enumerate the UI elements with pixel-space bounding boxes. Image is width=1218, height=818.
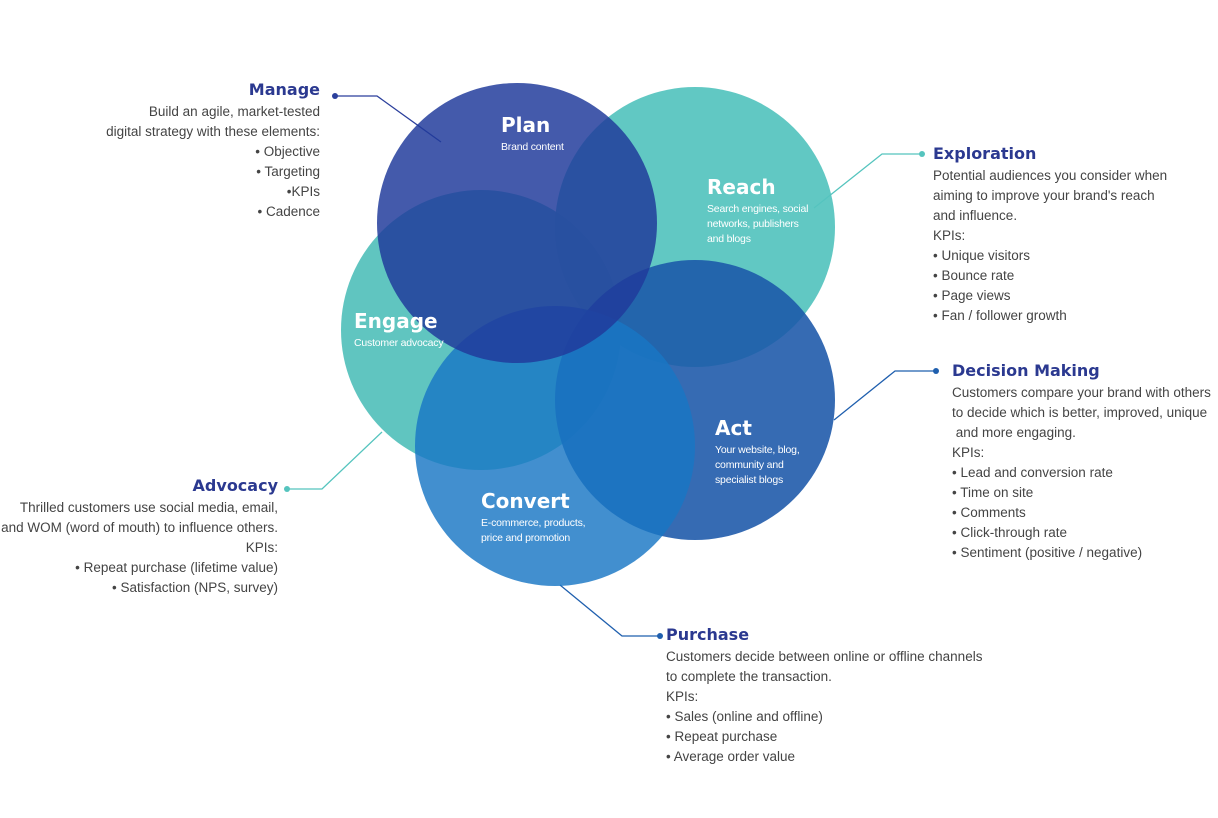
purchase-line: • Repeat purchase [666, 729, 778, 744]
manage-line: • Cadence [257, 204, 320, 219]
engage-sub-line: Customer advocacy [354, 337, 444, 349]
circle-label-reach: Reach Search engines, social networks, p… [707, 175, 808, 247]
manage-line: • Targeting [256, 164, 320, 179]
advocacy-line: and WOM (word of mouth) to influence oth… [1, 520, 278, 535]
plan-title: Plan [501, 113, 551, 137]
exploration-line: and influence. [933, 208, 1018, 223]
decision-line: and more engaging. [952, 425, 1076, 440]
manage-line: digital strategy with these elements: [106, 124, 320, 139]
circle-label-act: Act Your website, blog, community and sp… [715, 416, 800, 488]
connector-purchase-dot [657, 633, 663, 639]
decision-line: to decide which is better, improved, uni… [952, 405, 1208, 420]
connector-purchase [559, 584, 660, 637]
reach-sub-line: and blogs [707, 233, 751, 245]
reach-title: Reach [707, 175, 776, 199]
reach-subtitle: Search engines, social networks, publish… [707, 202, 808, 247]
decision-line: KPIs: [952, 445, 985, 460]
manage-heading: Manage [248, 80, 320, 99]
circle-label-convert: Convert E-commerce, products, price and … [481, 489, 586, 546]
convert-subtitle: E-commerce, products, price and promotio… [481, 516, 586, 546]
act-sub-line: community and [715, 459, 784, 471]
manage-line: Build an agile, market-tested [148, 104, 320, 119]
purchase-line: • Sales (online and offline) [666, 709, 823, 724]
connector-exploration [813, 153, 922, 209]
exploration-line: • Page views [933, 288, 1011, 303]
connector-decision-dot [933, 368, 939, 374]
callout-manage: Manage Build an agile, market-tested dig… [80, 80, 320, 222]
advocacy-line: • Satisfaction (NPS, survey) [111, 580, 278, 595]
exploration-line: Potential audiences you consider when [933, 168, 1168, 183]
connector-manage-dot [332, 93, 338, 99]
convert-title: Convert [481, 489, 570, 513]
decision-line: • Comments [952, 505, 1026, 520]
convert-sub-line: price and promotion [481, 532, 571, 544]
connector-exploration-dot [919, 151, 925, 157]
convert-sub-line: E-commerce, products, [481, 517, 586, 529]
decision-line: • Click-through rate [952, 525, 1068, 540]
connector-advocacy [287, 431, 383, 490]
circles [341, 83, 835, 586]
exploration-line: • Unique visitors [933, 248, 1031, 263]
reach-sub-line: Search engines, social [707, 203, 809, 215]
decision-line: • Time on site [952, 485, 1034, 500]
connector-advocacy-dot [284, 486, 290, 492]
advocacy-line: Thrilled customers use social media, ema… [19, 500, 278, 515]
plan-sub-line: Brand content [501, 141, 564, 153]
decision-heading: Decision Making [952, 361, 1100, 380]
act-sub-line: Your website, blog, [715, 444, 800, 456]
advocacy-heading: Advocacy [192, 476, 278, 495]
engage-title: Engage [354, 309, 438, 333]
decision-line: • Sentiment (positive / negative) [952, 545, 1143, 560]
engage-subtitle: Customer advocacy [354, 336, 444, 351]
connector-decision [833, 370, 936, 421]
act-title: Act [715, 416, 752, 440]
manage-line: •KPIs [286, 184, 320, 199]
callout-exploration: Exploration Potential audiences you cons… [933, 144, 1203, 326]
exploration-line: KPIs: [933, 228, 966, 243]
reach-sub-line: networks, publishers [707, 218, 799, 230]
advocacy-line: KPIs: [245, 540, 278, 555]
act-sub-line: specialist blogs [715, 474, 784, 486]
callout-advocacy: Advocacy Thrilled customers use social m… [0, 476, 278, 598]
callout-purchase: Purchase Customers decide between online… [666, 625, 996, 767]
exploration-line: • Bounce rate [933, 268, 1015, 283]
plan-subtitle: Brand content [501, 140, 564, 155]
exploration-heading: Exploration [933, 144, 1037, 163]
circle-label-engage: Engage Customer advocacy [354, 309, 444, 351]
exploration-line: • Fan / follower growth [933, 308, 1067, 323]
exploration-line: aiming to improve your brand's reach [933, 188, 1155, 203]
purchase-line: to complete the transaction. [666, 669, 832, 684]
purchase-heading: Purchase [666, 625, 750, 644]
connectors [284, 93, 939, 639]
callout-decision-making: Decision Making Customers compare your b… [952, 361, 1214, 563]
circle-plan [377, 83, 657, 363]
decision-line: • Lead and conversion rate [952, 465, 1113, 480]
manage-line: • Objective [255, 144, 320, 159]
circle-convert [415, 306, 695, 586]
purchase-line: • Average order value [666, 749, 796, 764]
circle-label-plan: Plan Brand content [501, 113, 564, 155]
decision-line: Customers compare your brand with others [952, 385, 1211, 400]
act-subtitle: Your website, blog, community and specia… [715, 443, 800, 488]
purchase-line: KPIs: [666, 689, 699, 704]
purchase-line: Customers decide between online or offli… [666, 649, 983, 664]
advocacy-line: • Repeat purchase (lifetime value) [75, 560, 278, 575]
